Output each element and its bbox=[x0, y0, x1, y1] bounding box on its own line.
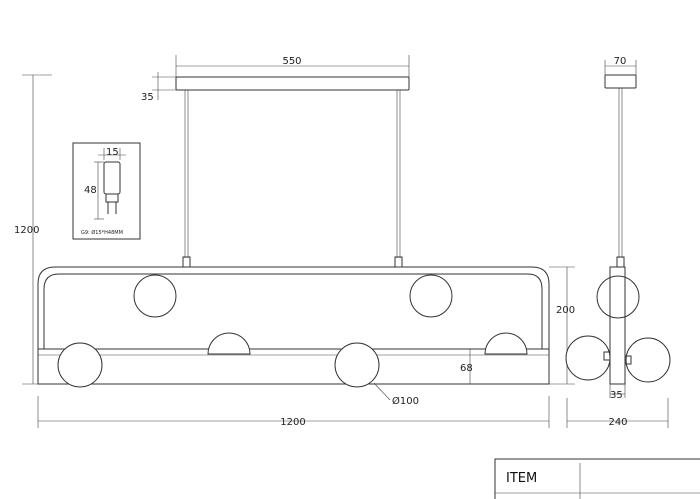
side-total-width-label: 240 bbox=[608, 417, 627, 428]
bulb-inset: 15 48 G9: Ø15*H48MM bbox=[72, 142, 141, 240]
globe-diameter-callout: Ø100 bbox=[373, 382, 419, 407]
side-globe-upper bbox=[596, 275, 640, 319]
globe-lower-center bbox=[334, 342, 380, 388]
side-offset-label: 35 bbox=[610, 390, 623, 401]
globe-lower-left bbox=[57, 342, 103, 388]
side-globe-left bbox=[565, 335, 611, 381]
canopy-height-dimension: 35 bbox=[141, 72, 176, 103]
bulb-height-label: 48 bbox=[84, 185, 97, 196]
bulb-width-label: 15 bbox=[106, 147, 119, 158]
globe-diameter-label: Ø100 bbox=[392, 395, 419, 407]
total-height-label: 1200 bbox=[14, 225, 39, 236]
front-frame bbox=[37, 266, 550, 385]
front-canopy bbox=[175, 76, 410, 91]
total-height-dimension: 1200 bbox=[14, 74, 52, 385]
suspension-cables bbox=[182, 90, 403, 268]
globe-mid-left bbox=[207, 332, 251, 355]
globe-upper-right bbox=[409, 274, 453, 318]
title-block: ITEM bbox=[494, 458, 700, 499]
bulb-spec-label: G9: Ø15*H48MM bbox=[81, 229, 123, 236]
canopy-width-label: 550 bbox=[282, 56, 301, 67]
frame-height-label: 200 bbox=[556, 305, 575, 316]
globe-mid-right bbox=[484, 332, 528, 355]
bar-height-label: 68 bbox=[460, 363, 473, 374]
side-canopy-width-label: 70 bbox=[614, 56, 627, 67]
front-globes bbox=[57, 274, 528, 388]
item-label: ITEM bbox=[506, 471, 537, 486]
globe-upper-left bbox=[133, 274, 177, 318]
side-view: 70 35 240 bbox=[565, 56, 671, 428]
total-length-dimension: 1200 bbox=[37, 396, 550, 428]
canopy-width-dimension: 550 bbox=[175, 55, 410, 77]
side-globe-right bbox=[625, 337, 671, 383]
bar-height-dimension: 68 bbox=[460, 349, 473, 384]
total-length-label: 1200 bbox=[280, 417, 305, 428]
canopy-height-label: 35 bbox=[141, 92, 154, 103]
